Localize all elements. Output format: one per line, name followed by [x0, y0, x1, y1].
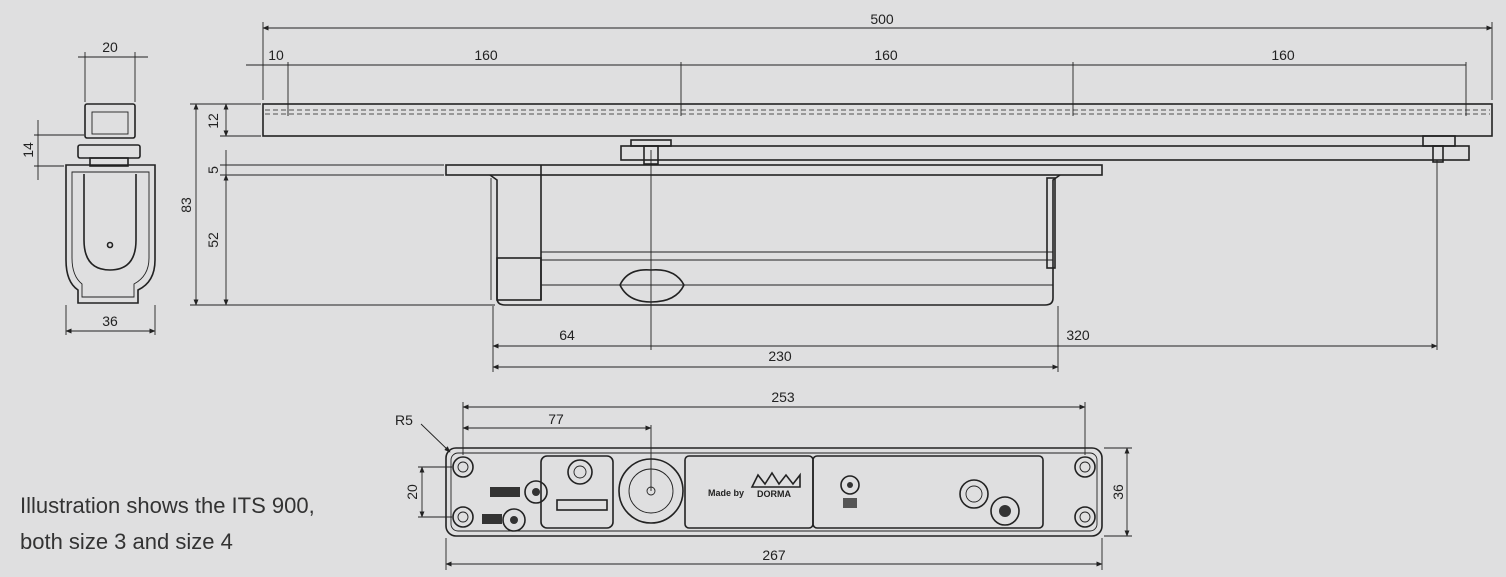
dim-14: 14 — [20, 142, 36, 158]
plate-made-by: Made by — [708, 488, 744, 498]
dim-10: 10 — [268, 47, 284, 63]
dim-160-2: 160 — [874, 47, 898, 63]
dim-267: 267 — [762, 547, 786, 563]
dim-77: 77 — [548, 411, 564, 427]
dim-r5: R5 — [395, 412, 413, 428]
dim-20-bottom: 20 — [404, 484, 420, 500]
side-view: 20 14 36 — [20, 39, 156, 335]
dim-160-3: 160 — [1271, 47, 1295, 63]
dim-36-bottom: 36 — [1110, 484, 1126, 500]
dim-160-1: 160 — [474, 47, 498, 63]
plan-view: Made by DORMA 253 77 R5 20 36 267 — [395, 389, 1132, 570]
dim-253: 253 — [771, 389, 795, 405]
dim-64: 64 — [559, 327, 575, 343]
dim-230: 230 — [768, 348, 792, 364]
crown-logo-icon — [750, 471, 801, 488]
illustration-caption: Illustration shows the ITS 900, both siz… — [20, 493, 315, 554]
dim-52: 52 — [205, 232, 221, 248]
front-view: 500 10 160 160 160 83 12 5 52 64 320 230 — [178, 11, 1493, 372]
dim-83: 83 — [178, 197, 194, 213]
dim-12: 12 — [205, 113, 221, 129]
dim-500: 500 — [870, 11, 894, 27]
plate-brand: DORMA — [757, 489, 791, 499]
dim-20-top: 20 — [102, 39, 118, 55]
dim-320: 320 — [1066, 327, 1090, 343]
dim-5: 5 — [205, 166, 221, 174]
dim-36-side: 36 — [102, 313, 118, 329]
